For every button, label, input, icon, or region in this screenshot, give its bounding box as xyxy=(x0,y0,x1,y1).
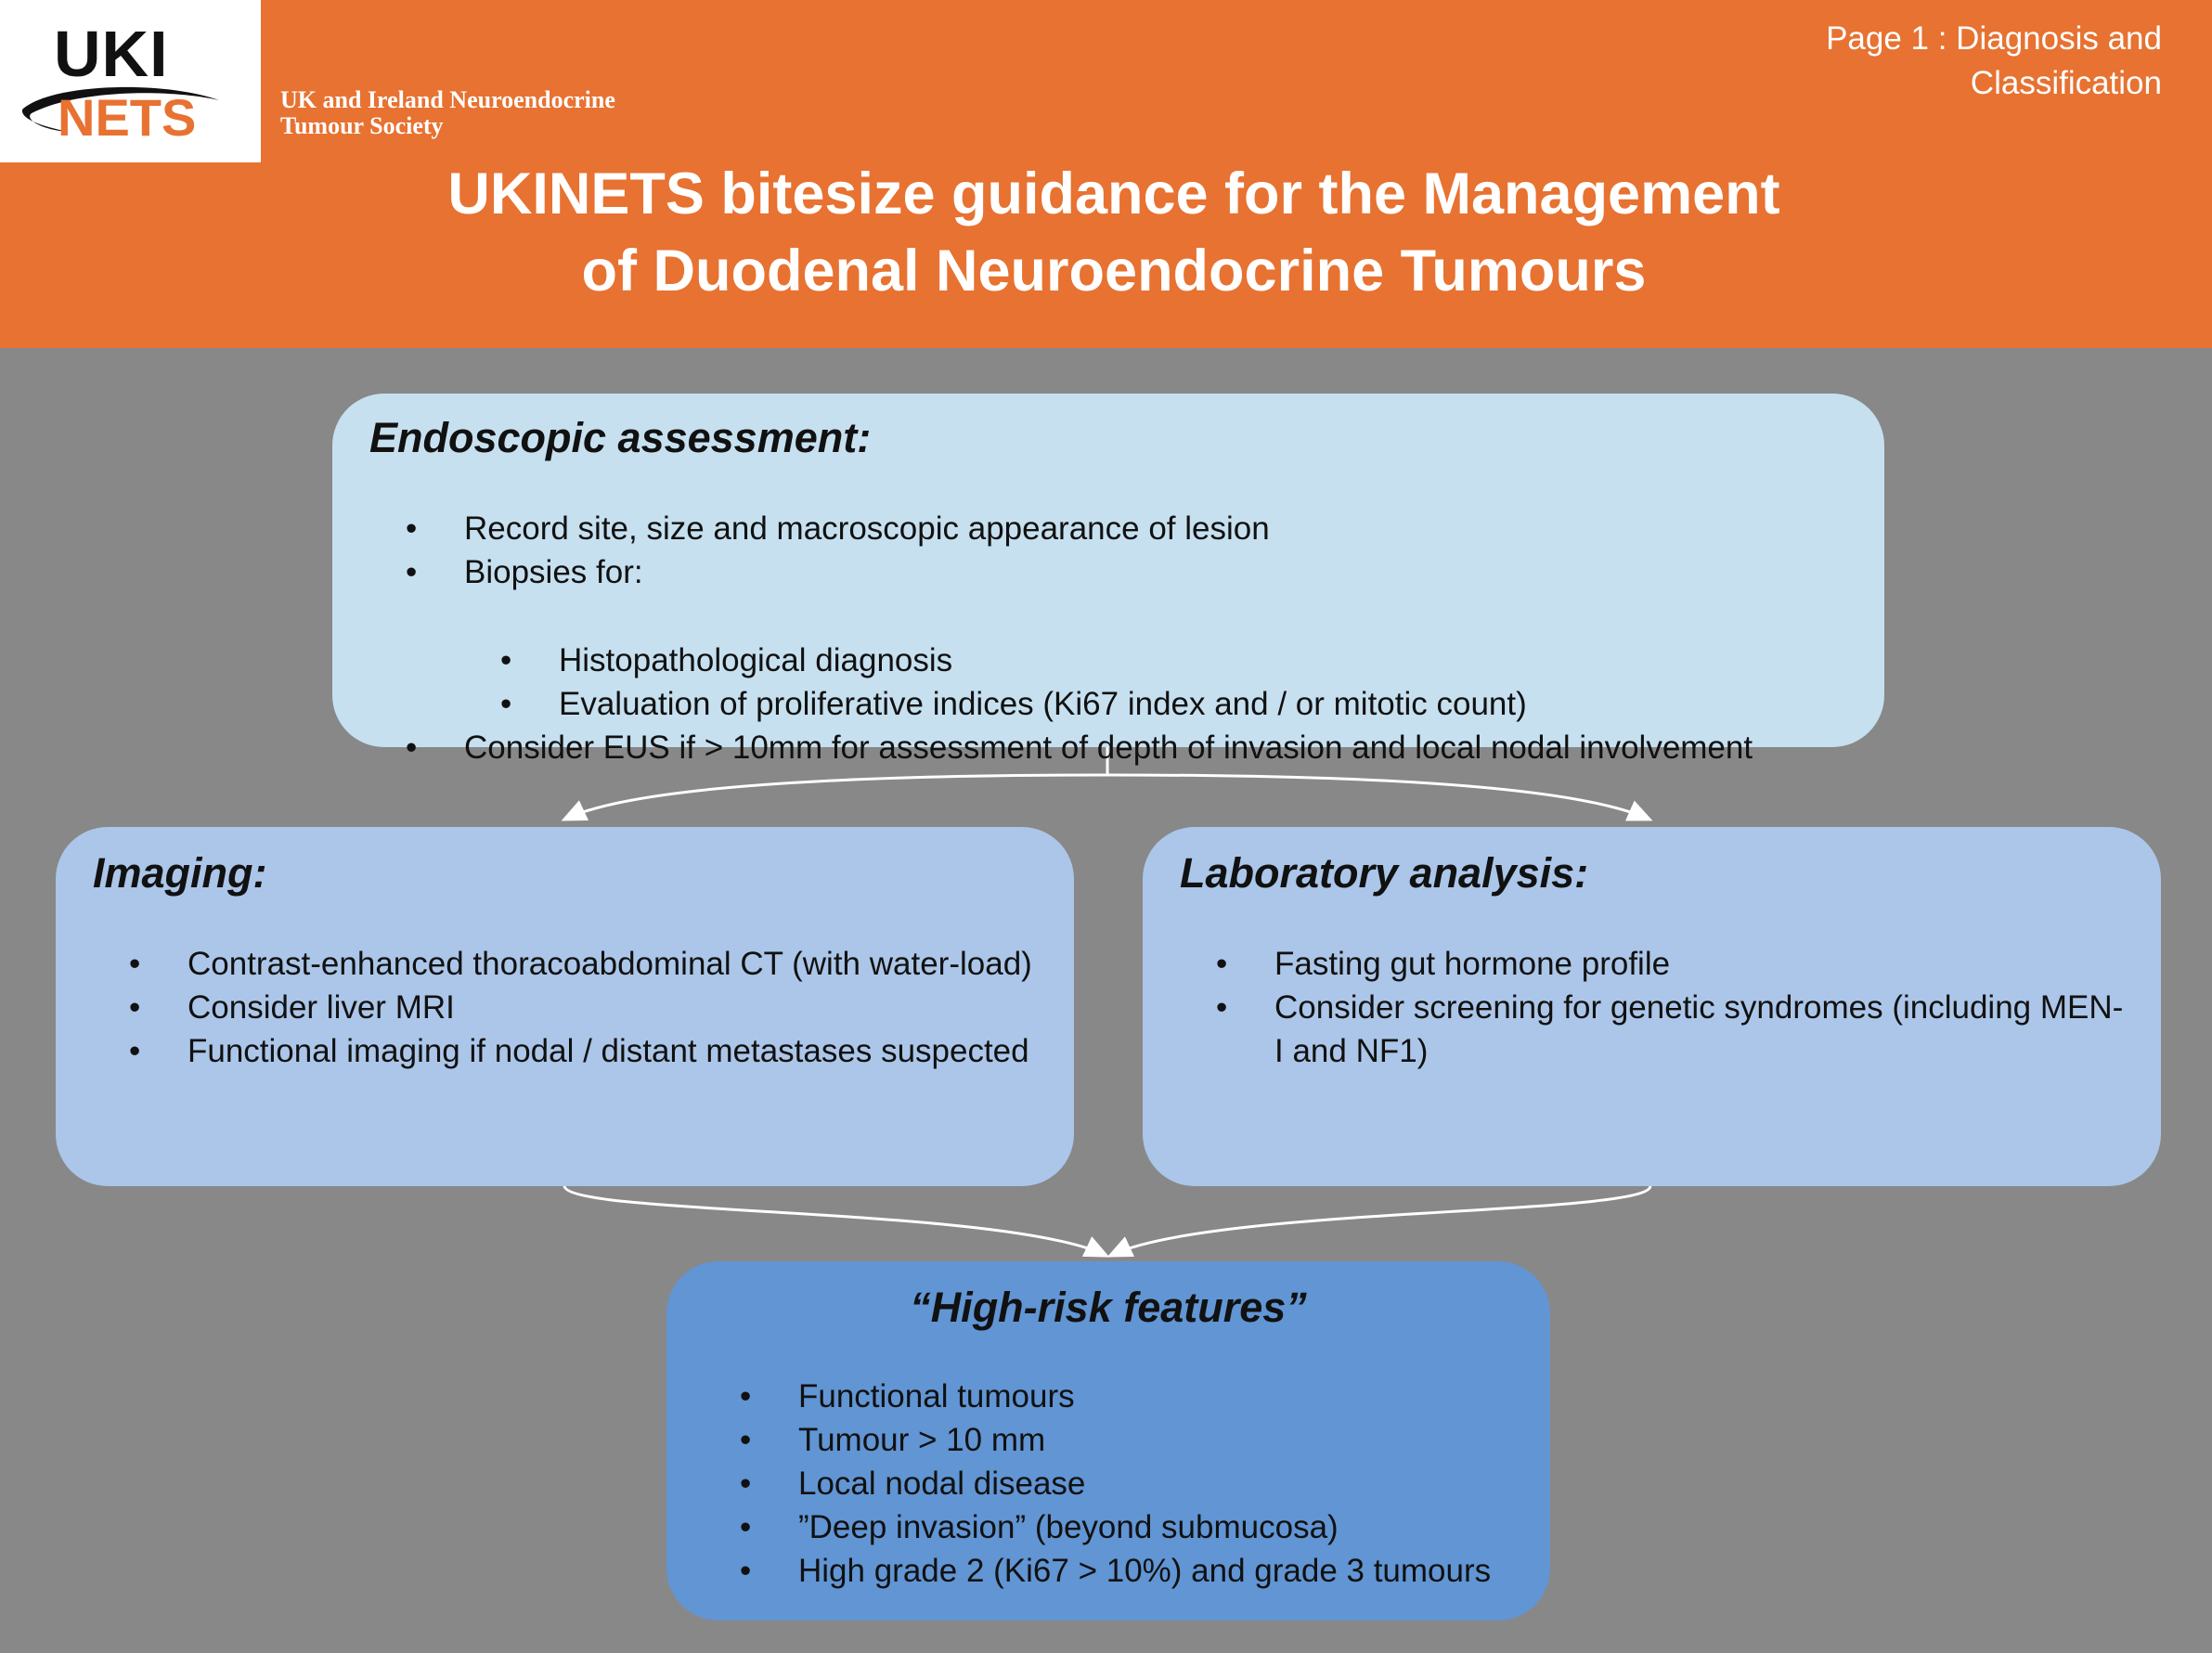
endoscopic-list-continued: Consider EUS if > 10mm for assessment of… xyxy=(369,726,1847,769)
page-title-line-1: UKINETS bitesize guidance for the Manage… xyxy=(447,161,1780,226)
list-item: Contrast-enhanced thoracoabdominal CT (w… xyxy=(129,942,1037,986)
endoscopic-list: Record site, size and macroscopic appear… xyxy=(369,507,1847,594)
high-risk-features-box: “High-risk features” Functional tumours … xyxy=(666,1261,1550,1621)
laboratory-title: Laboratory analysis: xyxy=(1180,849,1589,897)
list-item: High grade 2 (Ki67 > 10%) and grade 3 tu… xyxy=(740,1549,1513,1593)
header-banner: UKI NETS UK and Ireland Neuroendocrine T… xyxy=(0,0,2212,348)
list-item: Consider liver MRI xyxy=(129,986,1037,1029)
list-item: Functional tumours xyxy=(740,1375,1513,1418)
list-item: Consider screening for genetic syndromes… xyxy=(1216,986,2124,1073)
list-item: Fasting gut hormone profile xyxy=(1216,942,2124,986)
laboratory-list: Fasting gut hormone profile Consider scr… xyxy=(1180,942,2124,1073)
list-item: Consider EUS if > 10mm for assessment of… xyxy=(406,726,1847,769)
logo-nets-text: NETS xyxy=(58,88,197,147)
imaging-title: Imaging: xyxy=(93,849,267,897)
high-risk-title: “High-risk features” xyxy=(910,1284,1307,1331)
page-label: Page 1 : Diagnosis and Classification xyxy=(1735,17,2162,106)
arrow-laboratory-to-risk xyxy=(1106,1185,1652,1258)
page-title: UKINETS bitesize guidance for the Manage… xyxy=(278,156,1949,310)
page-label-line-2: Classification xyxy=(1970,65,2162,101)
list-item: Biopsies for: xyxy=(406,550,1847,594)
list-item: Local nodal disease xyxy=(740,1462,1513,1505)
page-label-line-1: Page 1 : Diagnosis and xyxy=(1826,20,2162,57)
arrow-to-laboratory xyxy=(1106,773,1653,821)
laboratory-analysis-box: Laboratory analysis: Fasting gut hormone… xyxy=(1143,827,2161,1186)
endoscopic-assessment-box: Endoscopic assessment: Record site, size… xyxy=(332,394,1884,769)
society-line-2: Tumour Society xyxy=(280,112,444,139)
high-risk-list: Functional tumours Tumour > 10 mm Local … xyxy=(704,1375,1513,1593)
arrow-imaging-to-risk xyxy=(563,1185,1110,1258)
society-name: UK and Ireland Neuroendocrine Tumour Soc… xyxy=(280,87,615,139)
ukinets-logo: UKI NETS xyxy=(0,0,261,162)
list-item: Record site, size and macroscopic appear… xyxy=(406,507,1847,550)
page-title-line-2: of Duodenal Neuroendocrine Tumours xyxy=(581,239,1647,303)
logo-uki-text: UKI xyxy=(54,18,169,90)
arrow-to-imaging xyxy=(561,773,1108,821)
imaging-list: Contrast-enhanced thoracoabdominal CT (w… xyxy=(93,942,1037,1073)
society-line-1: UK and Ireland Neuroendocrine xyxy=(280,86,615,113)
sub-list-item: Evaluation of proliferative indices (Ki6… xyxy=(500,682,1847,726)
endoscopic-title: Endoscopic assessment: xyxy=(369,414,872,461)
list-item: Functional imaging if nodal / distant me… xyxy=(129,1029,1037,1073)
logo-swoosh-icon xyxy=(21,86,220,132)
list-item: ”Deep invasion” (beyond submucosa) xyxy=(740,1505,1513,1549)
sub-list-item: Histopathological diagnosis xyxy=(500,639,1847,682)
imaging-box: Imaging: Contrast-enhanced thoracoabdomi… xyxy=(56,827,1074,1186)
list-item: Tumour > 10 mm xyxy=(740,1418,1513,1462)
endoscopic-sublist: Histopathological diagnosis Evaluation o… xyxy=(464,639,1847,726)
